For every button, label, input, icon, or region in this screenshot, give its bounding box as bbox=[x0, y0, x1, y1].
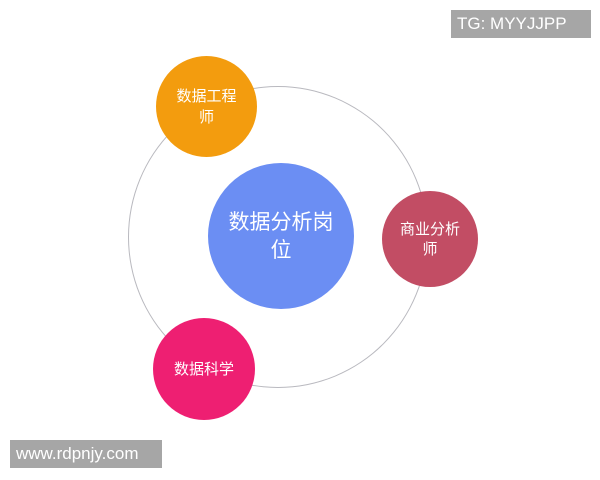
node-business-analyst-label-line2: 师 bbox=[422, 240, 438, 258]
node-data-science-label-line1: 数据科学 bbox=[173, 359, 234, 378]
node-business-analyst: 商业分析 师 bbox=[382, 191, 478, 287]
center-node-label-line1: 数据分析岗 bbox=[228, 209, 334, 234]
node-data-engineer: 数据工程 师 bbox=[156, 56, 257, 157]
center-node-label-line2: 位 bbox=[270, 238, 292, 262]
node-data-engineer-label-line2: 师 bbox=[198, 107, 214, 126]
center-node-data-analysis: 数据分析岗 位 bbox=[208, 163, 354, 309]
node-data-science: 数据科学 bbox=[153, 318, 255, 420]
node-data-engineer-label-line1: 数据工程 bbox=[176, 87, 237, 106]
node-business-analyst-label-line1: 商业分析 bbox=[399, 219, 460, 238]
watermark-top-right: TG: MYYJJPP bbox=[451, 10, 591, 38]
watermark-bottom-left: www.rdpnjy.com bbox=[10, 440, 162, 468]
